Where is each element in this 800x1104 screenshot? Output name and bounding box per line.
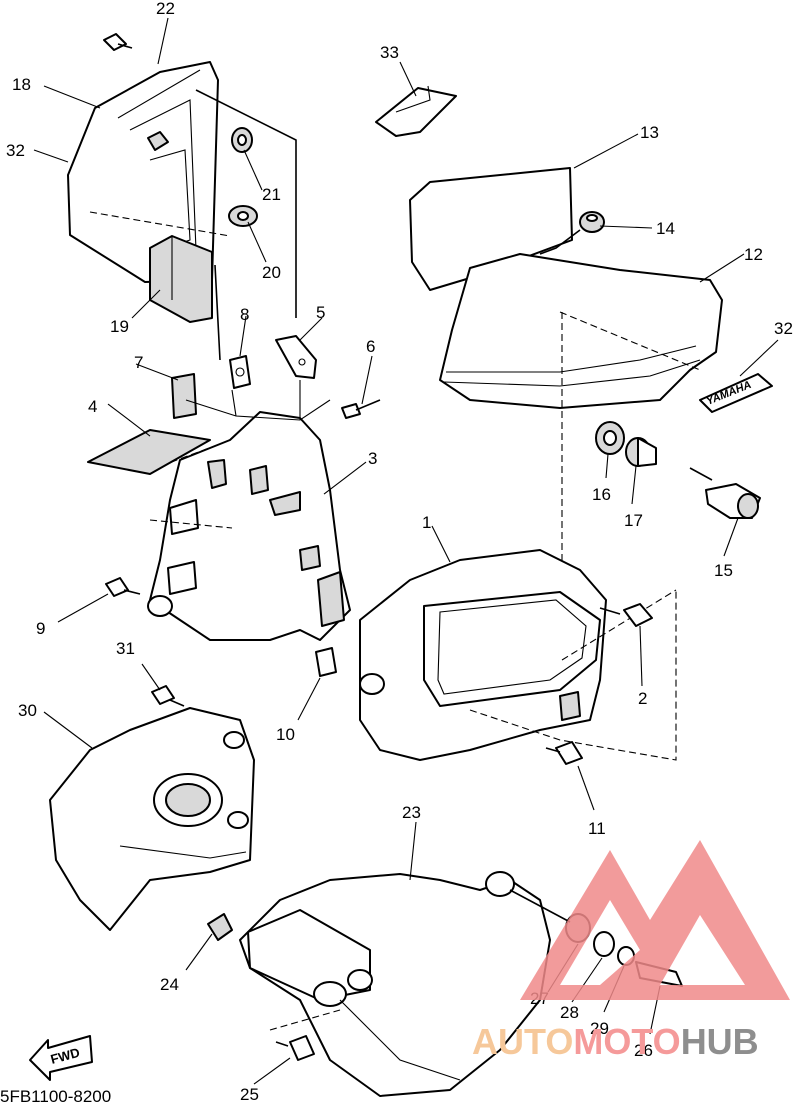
callout-32-left: 32 — [6, 141, 25, 160]
part-32-decal: YAMAHA — [699, 373, 773, 413]
callout-6: 6 — [366, 337, 375, 356]
callout-4: 4 — [88, 397, 97, 416]
part-6-screw — [341, 399, 381, 419]
part-9-bolt — [105, 577, 141, 597]
watermark-auto: AUTO — [472, 1021, 573, 1062]
part-10-clip — [315, 647, 337, 677]
callout-26: 26 — [634, 1041, 653, 1060]
callout-2: 2 — [638, 689, 647, 708]
watermark-logo — [520, 840, 790, 1000]
watermark-triangle-icon — [520, 840, 790, 1000]
part-24-clip — [207, 913, 233, 941]
callout-16: 16 — [592, 485, 611, 504]
part-25-bolt — [275, 1035, 315, 1061]
callout-8: 8 — [240, 305, 249, 324]
callout-1: 1 — [422, 513, 431, 532]
callout-31: 31 — [116, 639, 135, 658]
callout-11: 11 — [588, 819, 606, 838]
callout-24: 24 — [160, 975, 179, 994]
callout-5: 5 — [316, 303, 325, 322]
part-23-lower-cover — [239, 871, 551, 1097]
callout-7: 7 — [134, 353, 143, 372]
watermark-text: AUTOMOTOHUB — [472, 1021, 759, 1062]
callout-19: 19 — [110, 317, 129, 336]
part-17-collar — [625, 437, 657, 467]
callout-17: 17 — [624, 511, 643, 530]
callout-leaders — [33, 17, 779, 1085]
part-12-right-side-cover — [439, 229, 723, 660]
callout-18: 18 — [12, 75, 31, 94]
fwd-label: FWD — [49, 1045, 81, 1067]
part-4-pad — [87, 429, 211, 475]
callout-25: 25 — [240, 1085, 259, 1104]
part-16-grommet — [595, 421, 625, 455]
part-11-bolt — [545, 741, 583, 765]
watermark-hub: HUB — [681, 1021, 759, 1062]
callout-32-right: 32 — [774, 319, 793, 338]
callout-14: 14 — [656, 219, 675, 238]
part-14-grommet — [579, 211, 605, 233]
part-33-label-tag — [375, 85, 457, 137]
diagram-code: 5FB1100-8200 — [0, 1087, 111, 1104]
callout-33: 33 — [380, 43, 399, 62]
fwd-arrow-icon: FWD — [29, 1035, 93, 1081]
callout-12: 12 — [744, 245, 763, 264]
callout-30: 30 — [18, 701, 37, 720]
part-3-bracket — [147, 411, 351, 641]
watermark-moto: MOTO — [573, 1021, 680, 1062]
part-22-bolt — [103, 33, 133, 51]
callout-numbers: 22 18 32 21 20 19 33 13 14 12 32 16 17 1… — [6, 0, 793, 1104]
part-21-grommet — [231, 127, 253, 153]
callout-20: 20 — [262, 263, 281, 282]
callout-15: 15 — [714, 561, 733, 580]
part-31-bolt — [151, 685, 185, 707]
part-15-mount-screw — [689, 467, 761, 519]
leader-lines-3 — [185, 380, 331, 421]
callout-9: 9 — [36, 619, 45, 638]
part-2-bolt — [599, 603, 653, 627]
part-20-grommet — [228, 205, 258, 227]
callout-3: 3 — [368, 449, 377, 468]
part-30-cover — [49, 707, 255, 931]
callout-23: 23 — [402, 803, 421, 822]
part-7-pad — [171, 373, 197, 419]
part-1-air-box — [359, 549, 677, 761]
callout-10: 10 — [276, 725, 295, 744]
part-8-clip-nut — [229, 355, 251, 389]
callout-13: 13 — [640, 123, 659, 142]
part-19-foam-block — [149, 235, 213, 323]
part-28-collar — [593, 931, 615, 957]
callout-28: 28 — [560, 1003, 579, 1022]
part-5-bracket-plate — [275, 335, 317, 379]
callout-29: 29 — [590, 1019, 609, 1038]
callout-22: 22 — [156, 0, 175, 18]
callout-21: 21 — [262, 185, 281, 204]
